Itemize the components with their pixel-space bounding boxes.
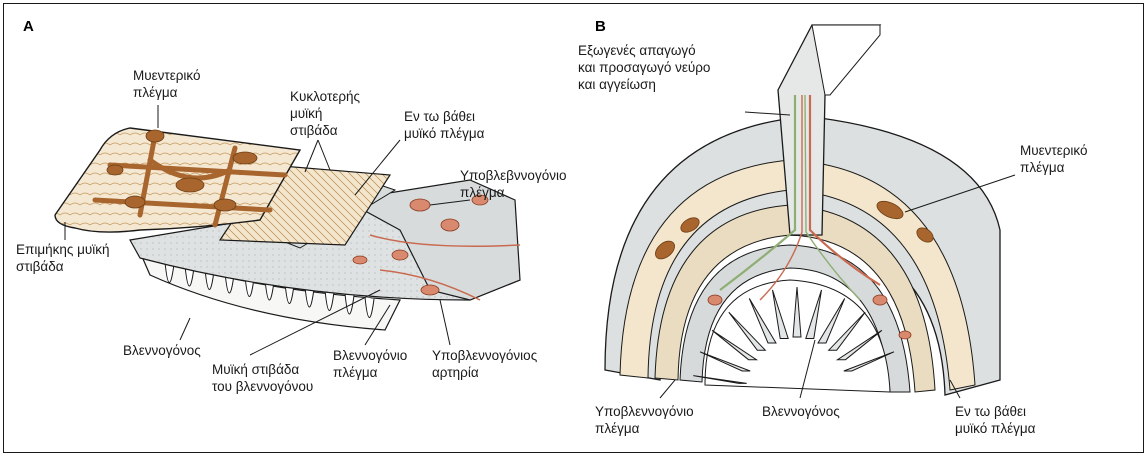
panel-a-illustration (55, 128, 520, 330)
label-a-submucosal-artery: Υποβλεννογόνιος αρτηρία (432, 347, 537, 381)
label-a-deep-muscular-plexus: Εν τω βάθει μυϊκό πλέγμα (404, 108, 484, 142)
label-b-mucosa: Βλεννογόνος (762, 403, 840, 420)
label-a-mucosa: Βλεννογόνος (123, 342, 201, 359)
label-b-extrinsic-nerves: Εξωγενές απαγωγό και προσαγωγό νεύρο και… (578, 42, 710, 93)
label-a-myenteric-plexus: Μυεντερικό πλέγμα (133, 67, 201, 101)
label-a-mucosal-plexus: Βλεννογόνιο πλέγμα (333, 347, 407, 381)
label-a-circular-muscle: Κυκλοτερής μυϊκή στιβάδα (290, 88, 360, 139)
label-a-longitudinal-muscle: Επιμήκης μυϊκή στιβάδα (16, 241, 110, 275)
label-b-myenteric-plexus: Μυεντερικό πλέγμα (1020, 142, 1088, 176)
panel-a-letter: A (23, 18, 34, 35)
label-a-muscularis-mucosae: Μυϊκή στιβάδα του βλεννογόνου (212, 361, 313, 395)
label-b-deep-muscular-plexus: Εν τω βάθει μυϊκό πλέγμα (955, 403, 1035, 437)
label-a-submucosal-plexus: Υποβλεβννογόνιο πλέγμα (460, 167, 566, 201)
panel-b-letter: B (595, 18, 606, 35)
label-b-submucosal-plexus: Υποβλεννογόνιο πλέγμα (595, 403, 694, 437)
